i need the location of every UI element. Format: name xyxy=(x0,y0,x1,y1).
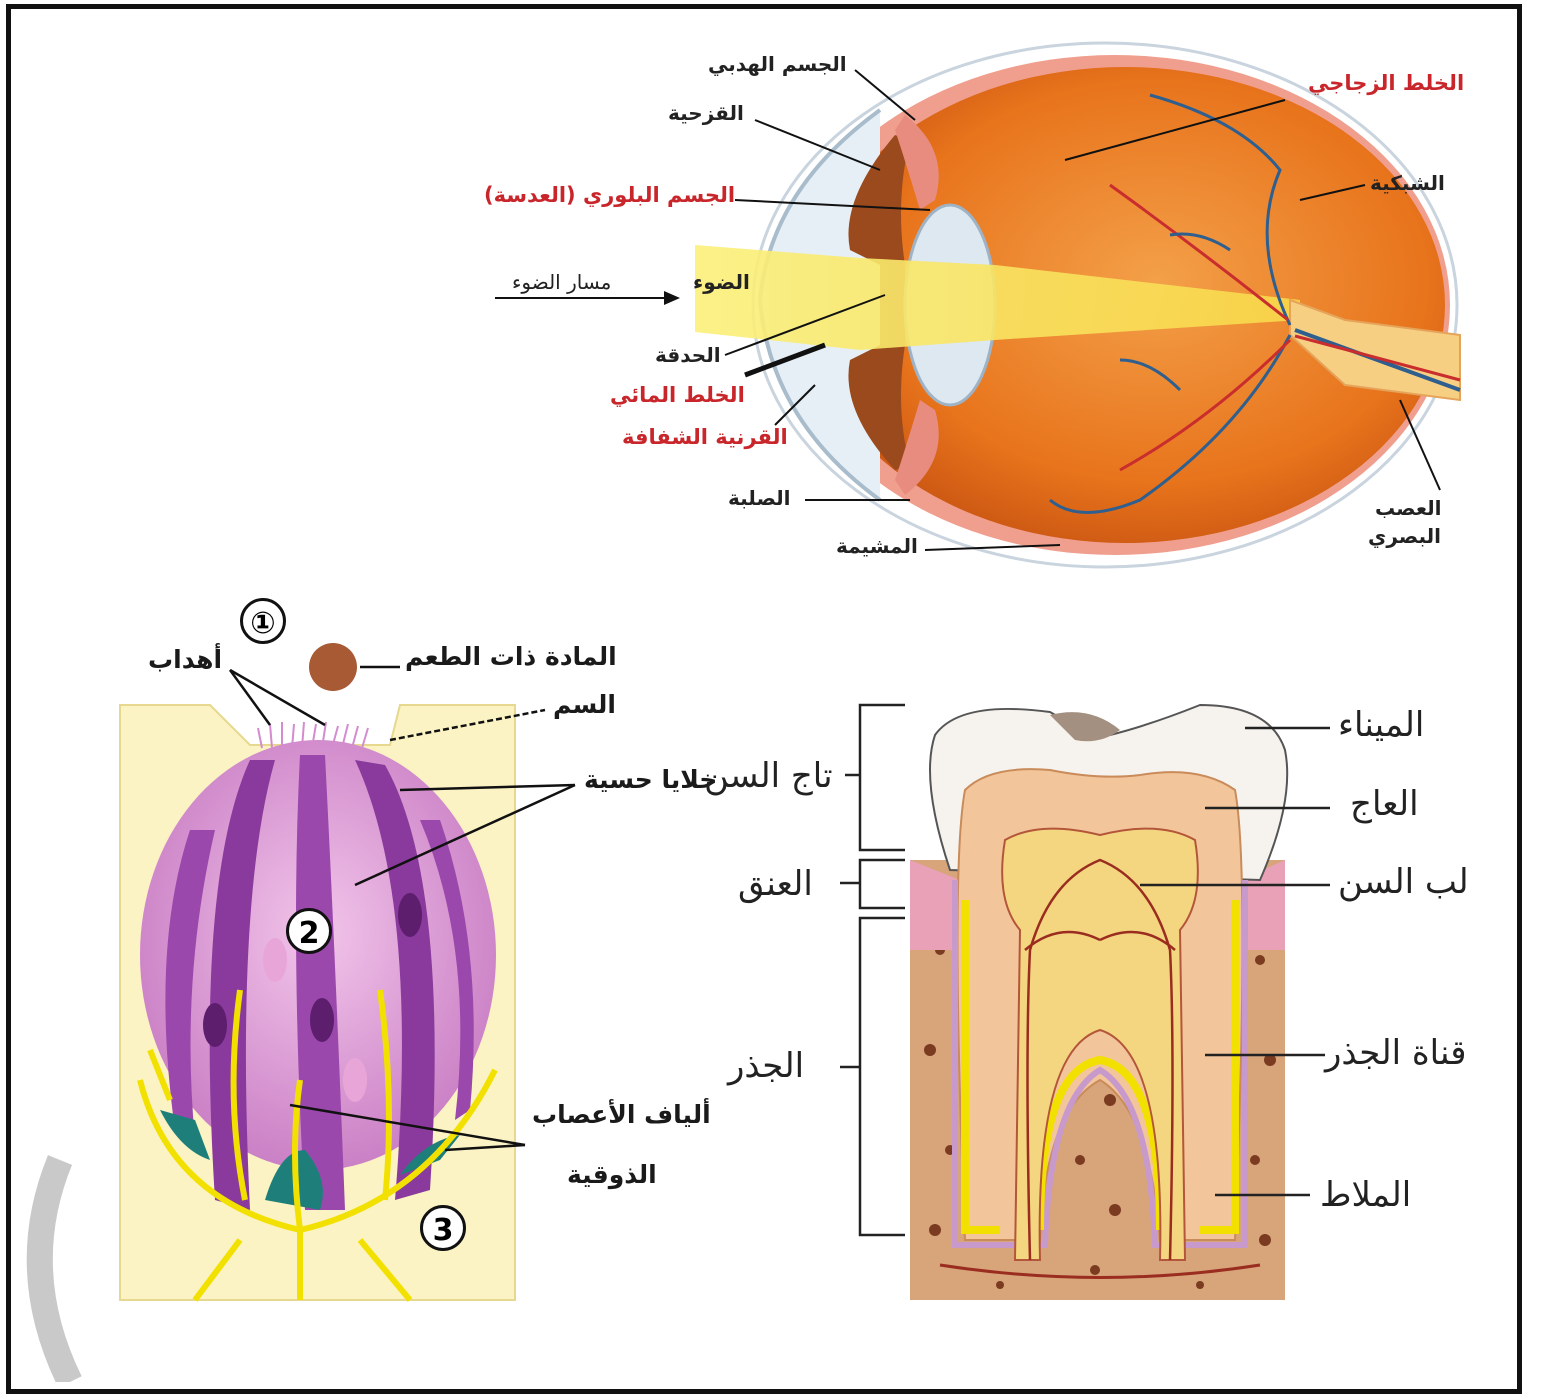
number-marker-3: 3 xyxy=(420,1205,466,1251)
label-cilia: أهداب xyxy=(148,645,222,674)
label-dentin: العاج xyxy=(1350,784,1419,824)
label-optic-nerve-line1: العصب xyxy=(1375,496,1442,520)
number-marker-2: 2 xyxy=(286,908,332,954)
tooth-diagram xyxy=(840,705,1330,1300)
label-cementum: الملاط xyxy=(1320,1175,1411,1215)
label-vitreous-humor: الخلط الزجاجي xyxy=(1308,71,1464,95)
number-marker-1: ① xyxy=(240,598,286,644)
label-optic-nerve-line2: البصري xyxy=(1368,524,1441,548)
eye-diagram xyxy=(495,43,1460,567)
label-aqueous-humor: الخلط المائي xyxy=(610,383,745,407)
label-light: الضوء xyxy=(693,270,750,294)
taste-substance-particle xyxy=(309,643,357,691)
label-root: الجذر xyxy=(728,1046,804,1086)
label-pulp: لب السن xyxy=(1338,862,1469,902)
label-crown: تاج السن xyxy=(704,756,833,796)
label-cornea: القرنية الشفافة xyxy=(622,425,788,449)
taste-bud-diagram xyxy=(120,643,575,1300)
label-root-canal: قناة الجذر xyxy=(1325,1033,1467,1073)
label-lens: الجسم البلوري (العدسة) xyxy=(484,183,735,207)
decorative-arc xyxy=(40,1160,70,1382)
tooth-brackets xyxy=(840,705,905,1235)
label-ciliary-body: الجسم الهدبي xyxy=(708,52,847,76)
label-sensory-cells: خلايا حسية xyxy=(584,765,717,794)
label-nerve-fibers-line2: الذوقية xyxy=(567,1160,657,1189)
label-pupil: الحدقة xyxy=(655,343,721,367)
label-nerve-fibers-line1: ألياف الأعصاب xyxy=(532,1100,711,1129)
label-neck: العنق xyxy=(738,864,813,904)
label-light-path: مسار الضوء xyxy=(512,270,611,294)
label-enamel: الميناء xyxy=(1338,705,1424,745)
label-iris: القزحية xyxy=(668,101,744,125)
label-taste-pore: السم xyxy=(553,690,616,719)
label-sclera: الصلبة xyxy=(728,486,791,510)
label-choroid: المشيمة xyxy=(836,534,918,558)
label-retina: الشبكية xyxy=(1370,171,1445,195)
label-taste-substance: المادة ذات الطعم xyxy=(405,642,617,671)
